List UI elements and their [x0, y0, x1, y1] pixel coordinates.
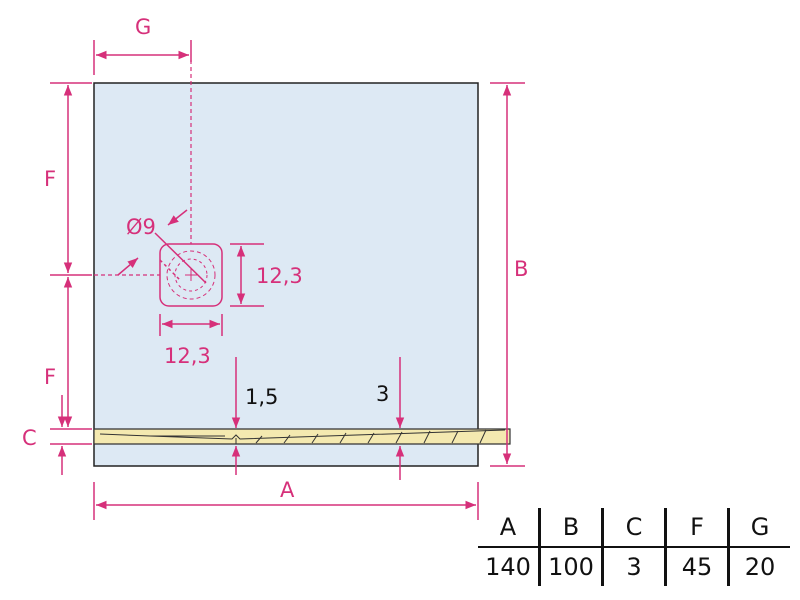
table-header-g: G [727, 508, 790, 547]
dim-a-label: A [280, 478, 295, 502]
drain-width-label: 12,3 [164, 344, 211, 368]
table-value-b: 100 [538, 546, 603, 586]
slope-left-label: 1,5 [245, 385, 278, 409]
diameter-label: Ø9 [126, 215, 156, 239]
drain-height-label: 12,3 [256, 264, 303, 288]
table-header-b: B [538, 508, 603, 547]
table-header-c: C [601, 508, 666, 547]
tray-cross-section [93, 428, 511, 445]
slope-right-label: 3 [376, 382, 389, 406]
dim-b-label: B [514, 257, 528, 281]
dimensions-table: A B C F G 140 100 3 45 20 [478, 508, 790, 586]
table-values-row: 140 100 3 45 20 [478, 546, 790, 586]
dim-diameter-leader [154, 232, 207, 284]
dim-f-bottom-label: F [44, 365, 56, 389]
drain [94, 60, 223, 307]
dim-g-label: G [135, 15, 151, 39]
dim-f-top-label: F [44, 167, 56, 191]
table-value-a: 140 [478, 546, 540, 586]
table-header-a: A [499, 513, 517, 541]
table-value-c: 3 [601, 546, 666, 586]
table-header-f: F [664, 508, 729, 547]
table-value-g: 20 [727, 546, 790, 586]
table-header-row: A B C F G [478, 508, 790, 547]
table-value-f: 45 [664, 546, 729, 586]
dim-c-label: C [22, 426, 37, 450]
